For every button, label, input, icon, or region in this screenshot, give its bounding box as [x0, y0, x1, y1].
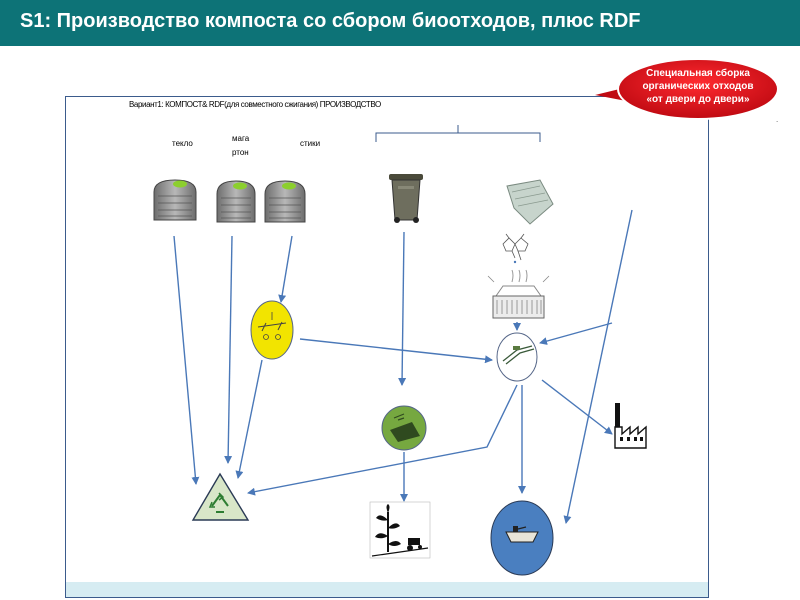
callout-line-2: органических отходов: [642, 81, 753, 92]
arrow-sorting-to-recycling: [235, 359, 263, 479]
arrow-paper-to-recycling: [224, 235, 233, 464]
flow-arrows: [173, 209, 633, 524]
arrow-glass-to-recycling: [173, 235, 200, 485]
bin-label-paper-line2: ртон: [232, 148, 249, 157]
arrow-mechanical-to-recycling: [247, 384, 518, 496]
organic-waste-wheelie-bin-icon: [389, 174, 423, 223]
arrow-bin-to-composting: [398, 231, 407, 386]
bin-label-paper-line1: мага: [232, 134, 250, 143]
collection-truck-icon: [506, 179, 554, 225]
diagram-subtitle: Вариант1: КОМПОСТ& RDF(для совместного с…: [129, 100, 381, 109]
paper-recycling-bin-icon: [216, 180, 256, 223]
organic-group-bracket: [375, 125, 541, 142]
bin-label-plastic: стики: [300, 139, 320, 148]
diagram-panel-footer-band: [66, 582, 708, 597]
mechanical-treatment-node: [496, 332, 538, 382]
callout-line-1: Специальная сборка: [646, 67, 750, 79]
arrow-plastic-to-sorting: [278, 235, 293, 303]
slide-title: S1: Производство компоста со сбором биоо…: [20, 10, 641, 32]
composting-node: [381, 405, 427, 451]
door-to-door-callout: Специальная сборка органических отходов …: [595, 58, 779, 120]
bin-label-glass: текло: [172, 139, 193, 148]
industry-co-incineration-icon: [614, 403, 647, 449]
arrow-collection-to-rdf: [563, 209, 633, 524]
shredder-screen-icon: [487, 269, 550, 319]
arrow-sorting-to-mechanical-treatment: [299, 338, 493, 364]
callout-line-3: «от двери до двери»: [646, 94, 749, 105]
glass-recycling-bin-icon: [153, 179, 197, 221]
material-recycling-node: [191, 472, 250, 521]
sorting-station-node: [250, 300, 294, 360]
callout-decor-mark: .: [776, 115, 778, 124]
organic-molecules-icon: [502, 233, 529, 264]
arrow-mechanical-to-industry: [541, 379, 613, 435]
rdf-production-node: [490, 500, 554, 576]
compost-use-agriculture-node: [369, 501, 431, 559]
plastic-recycling-bin-icon: [264, 180, 306, 223]
arrow-right-to-mechanical-treatment: [539, 322, 613, 345]
slide-header: S1: Производство компоста со сбором биоо…: [0, 0, 800, 46]
